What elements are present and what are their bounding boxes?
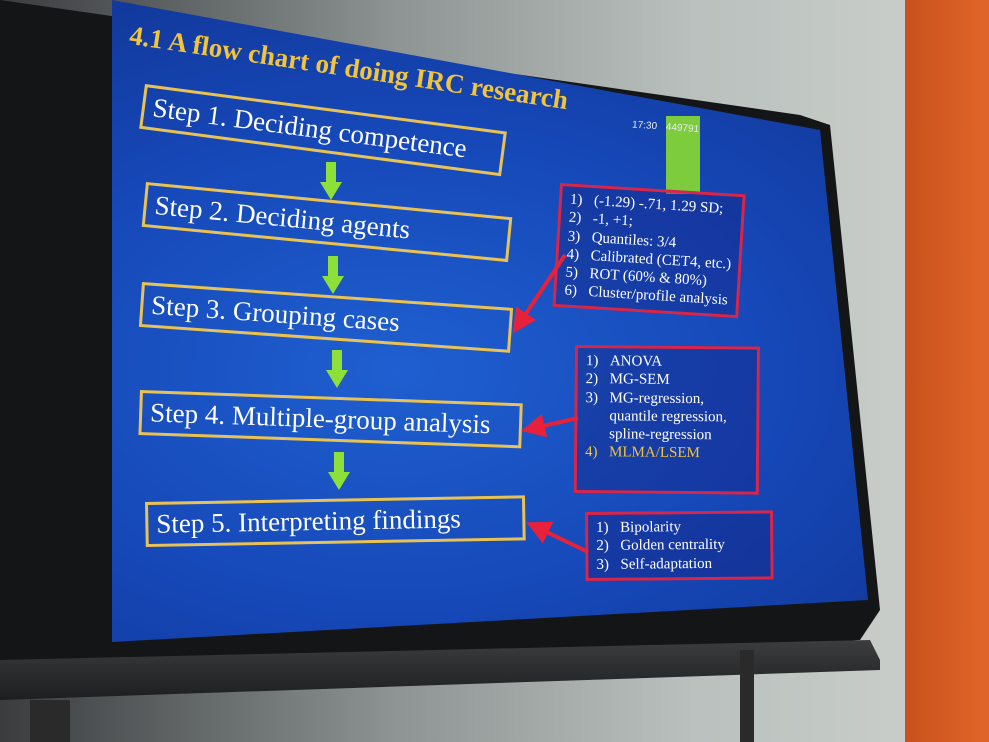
red-arrow-icon [512, 253, 567, 334]
down-arrow-icon [322, 256, 344, 296]
monitor-stand [740, 650, 754, 742]
red-arrow-icon [521, 413, 579, 438]
down-arrow-icon [326, 350, 348, 390]
red-arrow-icon [526, 521, 589, 554]
down-arrow-icon [328, 452, 350, 492]
monitor-leg [30, 700, 70, 742]
green-widget [666, 116, 700, 194]
orange-wall-panel [905, 0, 989, 742]
down-arrow-icon [320, 162, 342, 202]
